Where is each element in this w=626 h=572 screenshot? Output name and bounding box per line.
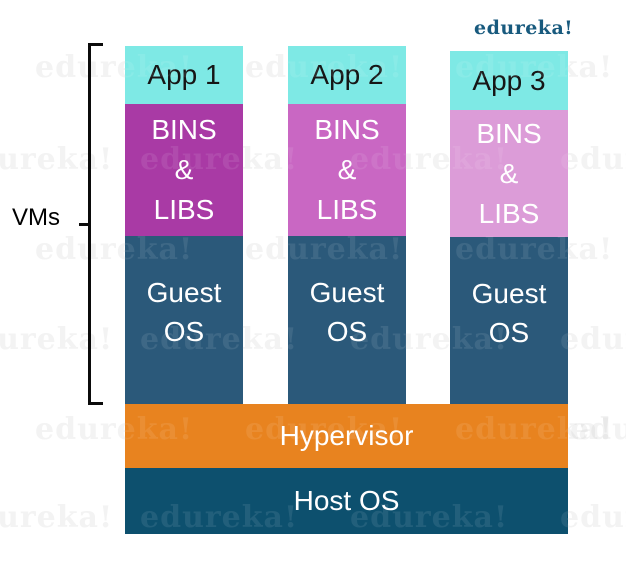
vm2-app-label: App 2 [310, 59, 384, 90]
vm3-os-line: OS [488, 316, 530, 348]
watermark-text: edureka! [560, 500, 626, 535]
vm1-app-block: App 1 [125, 46, 243, 104]
watermark-text: edureka! [560, 322, 626, 357]
vm2-guest-os-block: Guest OS [288, 236, 406, 404]
vm2-guest-line: Guest [309, 277, 385, 308]
host-os-label: Host OS [293, 485, 400, 516]
vm2-libs-line: LIBS [316, 194, 378, 225]
vm2-bins-line: BINS [314, 114, 380, 145]
watermark-text: edureka! [560, 142, 626, 177]
vms-bracket-tick [79, 223, 89, 226]
vm2-amp-line: & [337, 154, 357, 185]
watermark-text: edureka! [570, 412, 626, 447]
edureka-logo: edureka! [474, 17, 574, 39]
vm-column-1: App 1 BINS & LIBS Guest OS [125, 0, 243, 572]
vm2-bins-libs-block: BINS & LIBS [288, 104, 406, 236]
vm3-app-block: App 3 [450, 51, 568, 110]
watermark-text: edureka! [570, 412, 626, 447]
vm2-os-line: OS [326, 316, 368, 347]
vm3-libs-line: LIBS [478, 197, 540, 229]
host-os-layer: Host OS [125, 468, 568, 534]
vm1-amp-line: & [174, 154, 194, 185]
vm-column-3: App 3 BINS & LIBS Guest OS [450, 0, 568, 572]
vm1-libs-line: LIBS [153, 194, 215, 225]
vm3-amp-line: & [499, 157, 519, 189]
vm1-bins-line: BINS [151, 114, 217, 145]
vm1-guest-line: Guest [146, 277, 222, 308]
vm1-os-line: OS [163, 316, 205, 347]
vms-group-label: VMs [12, 204, 60, 231]
vm1-guest-os-block: Guest OS [125, 236, 243, 404]
vm3-guest-os-block: Guest OS [450, 237, 568, 404]
vm1-bins-libs-block: BINS & LIBS [125, 104, 243, 236]
watermark-text: edureka! [0, 500, 114, 535]
vms-group-bracket [88, 43, 103, 405]
vm3-app-label: App 3 [472, 64, 546, 96]
vm3-guest-line: Guest [471, 277, 547, 309]
vm-column-2: App 2 BINS & LIBS Guest OS [288, 0, 406, 572]
vm3-bins-line: BINS [476, 117, 542, 149]
watermark-text: edureka! [560, 322, 626, 357]
hypervisor-layer: Hypervisor [125, 404, 568, 468]
watermark-text: edureka! [560, 142, 626, 177]
vm3-bins-libs-block: BINS & LIBS [450, 110, 568, 237]
hypervisor-label: Hypervisor [279, 420, 414, 451]
vm2-app-block: App 2 [288, 46, 406, 104]
vm1-app-label: App 1 [147, 59, 221, 90]
watermark-text: edureka! [0, 500, 114, 535]
watermark-text: edureka! [560, 500, 626, 535]
